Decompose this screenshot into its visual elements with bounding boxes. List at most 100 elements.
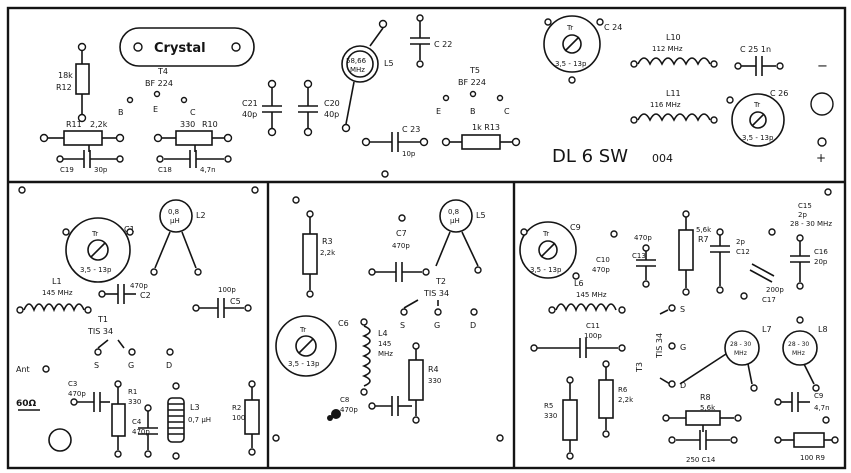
t5-pin-e: E <box>436 107 441 116</box>
antenna-terminal: Ant 60Ω <box>16 365 72 452</box>
coil-l7: 28 - 30 MHz L7 <box>679 325 772 392</box>
resistor-r4: R4 330 <box>408 342 441 424</box>
l1-value: 145 MHz <box>42 289 73 297</box>
c23-label: C 23 <box>402 125 420 134</box>
coil-l8: 28 - 30 MHz L8 <box>782 316 828 392</box>
c5-label: C5 <box>230 297 241 306</box>
l11-value: 116 MHz <box>650 101 681 109</box>
t1-type: TIS 34 <box>87 327 113 336</box>
c10-value: 470p <box>592 266 610 274</box>
c19-label: C19 <box>60 166 74 174</box>
resistor-r3: R3 2,2k <box>302 210 336 298</box>
capacitor-c2: 470p C2 <box>98 282 151 304</box>
capacitor-c13: 470p C13 <box>632 234 656 288</box>
r7-value: 5,6k <box>696 226 712 234</box>
c2-label: C2 <box>140 291 151 300</box>
l1-label: L1 <box>52 277 62 286</box>
l5-top-value: 58,66 <box>346 57 367 65</box>
c15-range: 28 - 30 MHz <box>790 220 832 228</box>
r2-label: R2 <box>232 404 241 412</box>
top-oscillator-section: Crystal 18k R12 T4 BF 224 B E C <box>39 14 834 178</box>
tr-c26-label: Tr <box>753 101 760 109</box>
r4-label: R4 <box>428 365 439 374</box>
r6-label: R6 <box>618 386 628 394</box>
l10-label: L10 <box>666 33 681 42</box>
capacitor-c7: C7 470p <box>368 214 430 282</box>
l3-value: 0,7 µH <box>188 416 211 424</box>
c3-value: 470p <box>68 390 86 398</box>
c7-label: C7 <box>396 229 407 238</box>
capacitor-c17: 200p C17 <box>740 263 784 304</box>
c17-value: 200p <box>766 286 784 294</box>
t1-pin-d: D <box>166 361 172 370</box>
t3-label: T3 <box>635 362 644 373</box>
c11-label: C11 <box>586 322 600 330</box>
c3-label: C3 <box>68 380 77 388</box>
r13-label: 1k R13 <box>472 123 500 132</box>
r9-label: 100 R9 <box>800 454 825 462</box>
l4-value: 145 <box>378 340 391 348</box>
t1-pin-s: S <box>94 361 99 370</box>
resistor-r13: 1k R13 <box>441 123 521 150</box>
middle-mixer-section: R3 2,2k C7 470p 0,8 µH L5 T2 <box>272 196 504 442</box>
l7-label: L7 <box>762 325 772 334</box>
l6-label: L6 <box>574 279 584 288</box>
capacitor-c8: C8 470p <box>340 396 412 416</box>
coil-l11: L11 116 MHz <box>630 89 718 124</box>
t4-pin-e: E <box>153 105 158 114</box>
crystal-label: Crystal <box>154 41 206 56</box>
tr-c1-label: Tr <box>91 230 98 238</box>
transistor-t3: T3 TIS 34 S G D <box>635 304 686 390</box>
r11-label: R11 <box>66 120 82 129</box>
c16-label: C16 <box>814 248 828 256</box>
r2-value: 100 <box>232 414 245 422</box>
left-input-section: Tr C1 3,5 - 13p 0,8 µH L2 L1 145 MHz <box>16 186 260 460</box>
c15-label: C15 <box>798 202 812 210</box>
c15-value: 2p <box>798 211 807 219</box>
c23-value: 10p <box>402 150 416 158</box>
c7-value: 470p <box>392 242 410 250</box>
board-title: DL 6 SW 004 <box>552 146 673 167</box>
c24-label: C 24 <box>604 23 622 32</box>
supply-terminals: − + <box>810 59 834 165</box>
l2-unit: µH <box>170 217 180 225</box>
r8-value: 5,6k <box>700 404 716 412</box>
l2-value: 0,8 <box>168 208 179 216</box>
l2-label: L2 <box>196 211 206 220</box>
resistor-r5: R5 330 <box>544 376 578 460</box>
l7-value: 28 - 30 <box>730 341 751 348</box>
capacitor-c22: C 22 <box>410 14 452 68</box>
r12-value: 18k <box>58 71 73 80</box>
c10-label: C10 <box>596 256 610 264</box>
c11-value: 100p <box>584 332 602 340</box>
coil-l4: L4 145 MHz <box>360 318 393 396</box>
c6-label: C6 <box>338 319 349 328</box>
c5-value: 100p <box>218 286 236 294</box>
capacitor-c10: C10 470p <box>592 230 618 274</box>
l5-top-label: L5 <box>384 59 394 68</box>
l6-value: 145 MHz <box>576 291 607 299</box>
c12-value: 2p <box>736 238 745 246</box>
coil-l2: 0,8 µH L2 <box>150 199 206 276</box>
c21-value: 40p <box>242 110 257 119</box>
t2-label: T2 <box>435 277 446 286</box>
t5-label: T5 <box>469 66 480 75</box>
tr-c6-label: Tr <box>299 326 306 334</box>
c20-label: C20 <box>324 99 340 108</box>
r4-value: 330 <box>428 377 441 385</box>
r3-label: R3 <box>322 237 333 246</box>
t2-pin-s: S <box>400 321 405 330</box>
c8-value: 470p <box>340 406 358 414</box>
board-title-text: DL 6 SW <box>552 146 628 167</box>
c9-label: C9 <box>570 223 581 232</box>
tr-c24-label: Tr <box>566 24 573 32</box>
c4-label: C4 <box>132 418 142 426</box>
t1-pin-g: G <box>128 361 134 370</box>
l5-mid-unit: µH <box>450 217 460 225</box>
board-outline <box>6 6 847 470</box>
tr-c6-range: 3,5 - 13p <box>288 360 320 368</box>
coil-l5-top: 58,66 MHz L5 <box>341 19 394 133</box>
capacitor-c16: C16 20p <box>790 234 828 290</box>
tr-c26-range: 3,5 - 13p <box>742 134 774 142</box>
